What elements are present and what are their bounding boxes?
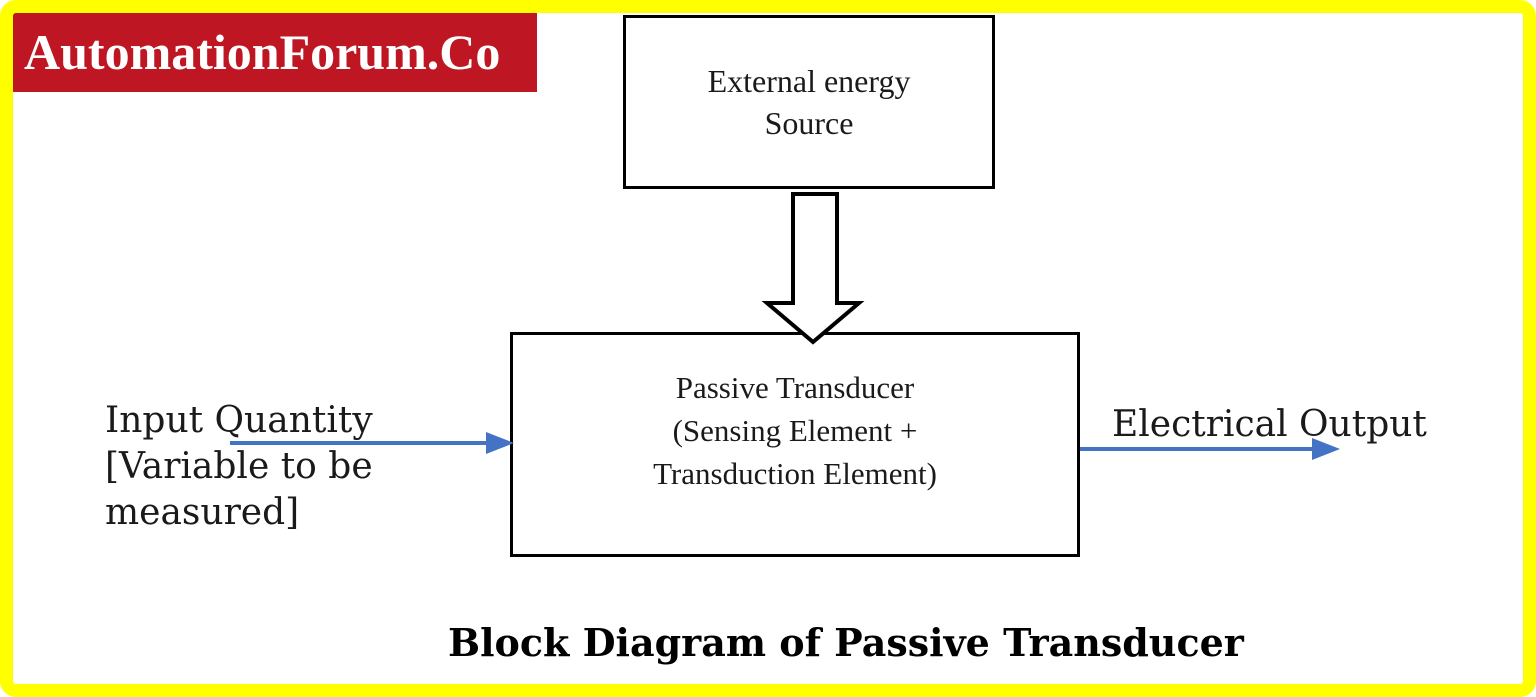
output-label-text: Electrical Output <box>1112 404 1427 445</box>
input-label-line3: measured] <box>105 492 300 533</box>
input-quantity-label: Input Quantity [Variable to be measured] <box>105 398 373 536</box>
diagram-caption: Block Diagram of Passive Transducer <box>448 620 1244 665</box>
site-banner: AutomationForum.Co <box>10 12 537 92</box>
down-block-arrow-icon <box>761 192 865 345</box>
output-arrow-icon <box>1080 438 1340 460</box>
external-energy-source-box: External energy Source <box>623 15 995 189</box>
transducer-box-line3: Transduction Element) <box>653 456 937 491</box>
site-banner-label: AutomationForum.Co <box>24 24 501 80</box>
input-arrow-icon <box>230 432 514 454</box>
input-label-line1: Input Quantity <box>105 400 373 441</box>
external-box-line1: External energy <box>707 63 911 99</box>
transducer-box-line2: (Sensing Element + <box>672 413 918 448</box>
transducer-box-line1: Passive Transducer <box>675 370 915 405</box>
electrical-output-label: Electrical Output <box>1112 402 1427 448</box>
passive-transducer-box: Passive Transducer (Sensing Element + Tr… <box>510 332 1080 557</box>
input-label-line2: [Variable to be <box>105 446 373 487</box>
external-box-line2: Source <box>764 105 854 141</box>
